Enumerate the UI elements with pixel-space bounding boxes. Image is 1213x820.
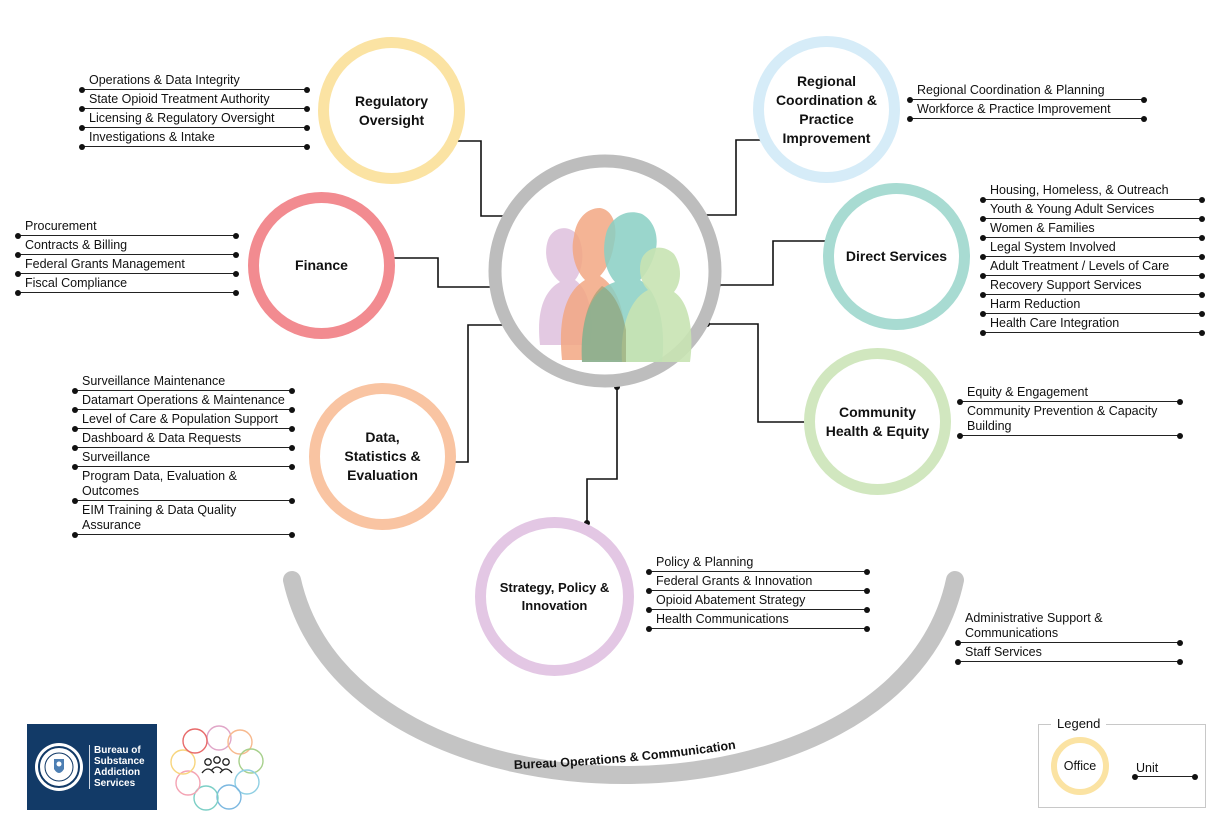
unit-item: Youth & Young Adult Services [980,200,1205,222]
connector-regulatory [452,140,514,217]
bureau-logo: Bureau of Substance Addiction Services [27,724,157,810]
office-finance: Finance [248,192,395,339]
logo-line: Bureau of [94,745,141,756]
unit-item: Level of Care & Population Support [72,410,295,432]
connectors [391,139,828,523]
unit-item: Equity & Engagement [957,383,1183,405]
state-seal-icon [35,743,83,791]
unit-item: Federal Grants Management [15,255,239,277]
office-community-health-equity: Community Health & Equity [804,348,951,495]
units-community-health-equity: Equity & Engagement Community Prevention… [957,383,1183,439]
connector-finance [391,257,499,288]
unit-item: Harm Reduction [980,295,1205,317]
unit-item: Surveillance Maintenance [72,372,295,394]
unit-item: Dashboard & Data Requests [72,429,295,451]
unit-item: Health Care Integration [980,314,1205,336]
office-label: Data, Statistics & Evaluation [344,429,421,483]
unit-item: Fiscal Compliance [15,274,239,296]
unit-item: Adult Treatment / Levels of Care [980,257,1205,279]
unit-item: Operations & Data Integrity [79,71,310,93]
office-strategy-policy-innovation: Strategy, Policy & Innovation [475,517,634,676]
unit-item: Recovery Support Services [980,276,1205,298]
office-label: Regional Coordination & Practice Improve… [775,72,878,146]
unit-item: Housing, Homeless, & Outreach [980,181,1205,203]
unit-item: State Opioid Treatment Authority [79,90,310,112]
office-label: Community Health & Equity [825,403,930,439]
unit-item: EIM Training & Data Quality Assurance [72,501,295,538]
unit-item: Policy & Planning [646,553,870,575]
connector-community [707,323,808,423]
units-bureau-operations: Administrative Support & Communications … [955,609,1183,665]
unit-item: Procurement [15,217,239,239]
legend-title: Legend [1051,716,1107,731]
units-strategy-policy-innovation: Policy & Planning Federal Grants & Innov… [646,553,870,632]
unit-item: Contracts & Billing [15,236,239,258]
units-regulatory-oversight: Operations & Data Integrity State Opioid… [79,71,310,150]
unit-item: Federal Grants & Innovation [646,572,870,594]
unit-item: Legal System Involved [980,238,1205,260]
office-label: Finance [295,257,348,273]
unit-item: Community Prevention & Capacity Building [957,402,1183,439]
office-label: Direct Services [845,248,948,264]
units-direct-services: Housing, Homeless, & Outreach Youth & Yo… [980,181,1205,336]
logo-line: Substance [94,756,145,767]
unit-item: Surveillance [72,448,295,470]
unit-item: Regional Coordination & Planning [907,81,1147,103]
legend-unit-label: Unit [1136,761,1159,775]
unit-item: Datamart Operations & Maintenance [72,391,295,413]
legend-unit-swatch: Unit [1132,761,1198,780]
office-label: Strategy, Policy & Innovation [499,579,610,613]
units-regional-coordination: Regional Coordination & Planning Workfor… [907,81,1147,122]
office-data-statistics-evaluation: Data, Statistics & Evaluation [309,383,456,530]
legend: Legend Office Unit [1038,716,1206,808]
logo-text: Bureau of Substance Addiction Services [89,745,145,789]
office-label: Regulatory Oversight [354,92,429,128]
legend-office-label: Office [1063,759,1097,773]
office-regulatory-oversight: Regulatory Oversight [318,37,465,184]
office-direct-services: Direct Services [823,183,970,330]
unit-item: Licensing & Regulatory Oversight [79,109,310,131]
office-regional-coordination: Regional Coordination & Practice Improve… [753,36,900,183]
connector-direct [718,240,828,286]
unit-item: Administrative Support & Communications [955,609,1183,646]
units-finance: Procurement Contracts & Billing Federal … [15,217,239,296]
center-hub [488,154,722,388]
people-silhouettes-icon [539,208,692,362]
units-data-statistics-evaluation: Surveillance Maintenance Datamart Operat… [72,372,295,538]
connector-data [452,324,509,463]
unit-item: Program Data, Evaluation & Outcomes [72,467,295,504]
unit-item: Staff Services [955,643,1183,665]
unit-item: Investigations & Intake [79,128,310,150]
unit-item: Health Communications [646,610,870,632]
connector-strategy [586,387,618,523]
logo-line: Addiction [94,767,141,778]
logo-line: Services [94,778,136,789]
unit-item: Women & Families [980,219,1205,241]
unit-item: Workforce & Practice Improvement [907,100,1147,122]
bureau-operations-arc [283,571,964,784]
connector-regional [703,139,763,216]
legend-office-swatch: Office [1051,737,1109,795]
circle-ring-people-icon [170,725,264,811]
unit-item: Opioid Abatement Strategy [646,591,870,613]
